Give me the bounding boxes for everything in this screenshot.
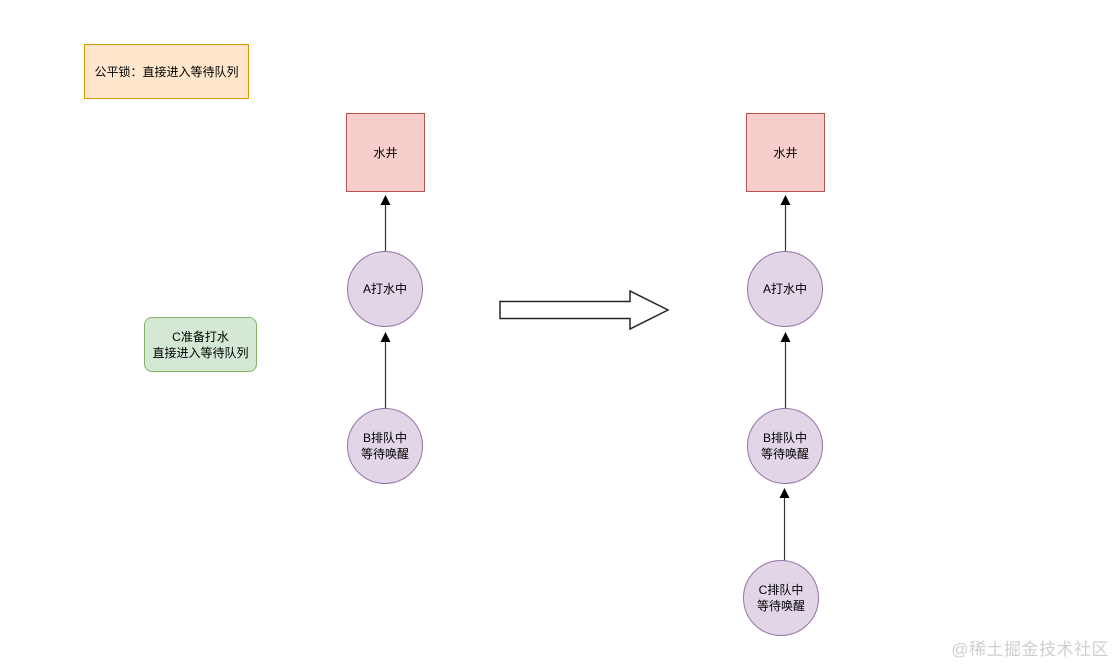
- well-label-before: 水井: [373, 145, 398, 160]
- worker-a-after-label: A打水中: [762, 282, 807, 296]
- well-label-after: 水井: [773, 145, 798, 160]
- fair-lock-note: 公平锁：直接进入等待队列: [84, 44, 249, 99]
- worker-b-after-line2: 等待唤醒: [760, 447, 809, 461]
- worker-c-after-line1: C排队中: [758, 583, 804, 597]
- worker-b-before-line2: 等待唤醒: [360, 447, 409, 461]
- worker-a-after: A打水中: [747, 251, 823, 327]
- c-prepare-note: C准备打水 直接进入等待队列: [144, 317, 257, 372]
- worker-b-before-line1: B排队中: [362, 431, 407, 445]
- fair-lock-note-label: 公平锁：直接进入等待队列: [94, 64, 239, 79]
- worker-c-after: C排队中 等待唤醒: [743, 560, 819, 636]
- worker-a-before: A打水中: [347, 251, 423, 327]
- well-node-after: 水井: [746, 113, 825, 192]
- worker-c-after-line2: 等待唤醒: [756, 599, 805, 613]
- c-prepare-note-line1: C准备打水: [172, 329, 229, 344]
- worker-b-after-line1: B排队中: [762, 431, 807, 445]
- worker-a-before-label: A打水中: [362, 282, 407, 296]
- transition-arrow: [499, 289, 670, 331]
- worker-b-before: B排队中 等待唤醒: [347, 408, 423, 484]
- worker-b-after: B排队中 等待唤醒: [747, 408, 823, 484]
- watermark: @稀土掘金技术社区: [951, 640, 1109, 659]
- well-node-before: 水井: [346, 113, 425, 192]
- c-prepare-note-line2: 直接进入等待队列: [152, 345, 249, 360]
